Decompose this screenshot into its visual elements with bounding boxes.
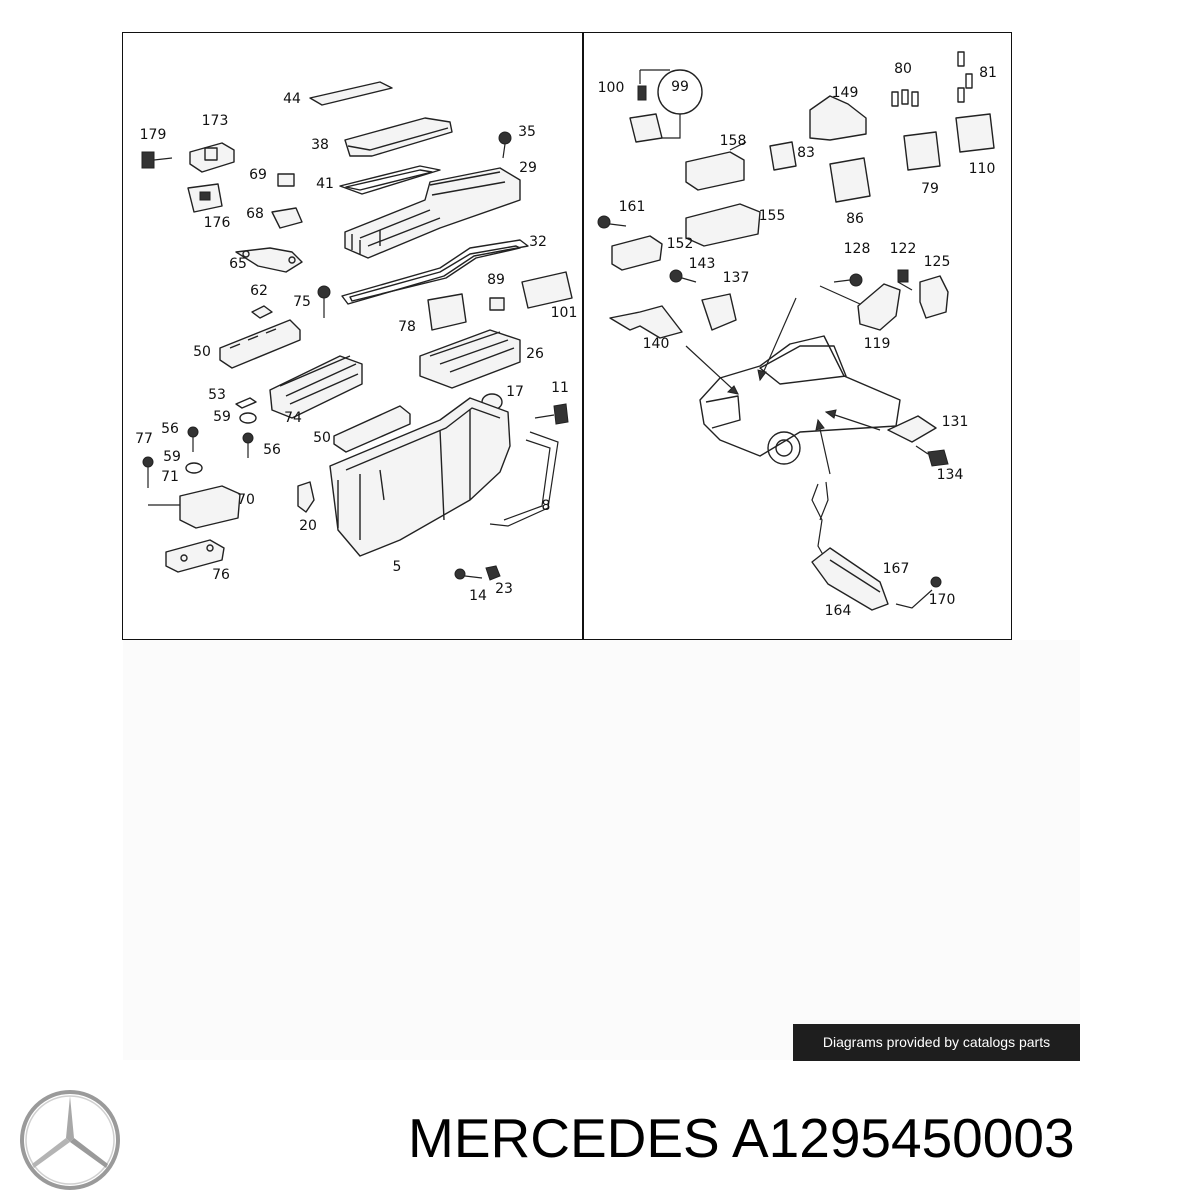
part-callout-69: 69 <box>249 167 267 183</box>
part-callout-164: 164 <box>825 603 852 619</box>
part-callout-65: 65 <box>229 256 247 272</box>
part-callout-149: 149 <box>832 85 859 101</box>
part-callout-122: 122 <box>890 241 917 257</box>
part-callout-143: 143 <box>689 256 716 272</box>
part-callout-53: 53 <box>208 387 226 403</box>
part-callout-161: 161 <box>619 199 646 215</box>
right-panel-drawing <box>597 51 995 611</box>
part-callout-89: 89 <box>487 272 505 288</box>
part-callout-78: 78 <box>398 319 416 335</box>
part-callout-170: 170 <box>929 592 956 608</box>
part-callout-86: 86 <box>846 211 864 227</box>
right-panel-labels: 100 99 80 81 149 158 83 79 110 86 161 155 152 128 122 1… <box>598 61 997 619</box>
left-panel-drawing <box>141 81 573 581</box>
part-callout-81: 81 <box>979 65 997 81</box>
part-callout-44: 44 <box>283 91 301 107</box>
part-callout-137: 137 <box>723 270 750 286</box>
panel-divider <box>582 32 584 640</box>
part-callout-71: 71 <box>161 469 179 485</box>
part-callout-8: 8 <box>542 498 551 514</box>
part-callout-23: 23 <box>495 581 513 597</box>
part-callout-152: 152 <box>667 236 694 252</box>
mercedes-star-icon <box>18 1088 122 1192</box>
part-callout-35: 35 <box>518 124 536 140</box>
part-callout-50b: 50 <box>313 430 331 446</box>
part-callout-158: 158 <box>720 133 747 149</box>
part-callout-74: 74 <box>284 410 302 426</box>
part-callout-179: 179 <box>140 127 167 143</box>
part-callout-119: 119 <box>864 336 891 352</box>
part-callout-59: 59 <box>213 409 231 425</box>
product-title: MERCEDES A1295450003 <box>408 1107 1075 1169</box>
part-callout-76: 76 <box>212 567 230 583</box>
part-callout-50: 50 <box>193 344 211 360</box>
part-callout-59b: 59 <box>163 449 181 465</box>
part-callout-41: 41 <box>316 176 334 192</box>
part-callout-77: 77 <box>135 431 153 447</box>
part-callout-56: 56 <box>161 421 179 437</box>
part-callout-70: 70 <box>237 492 255 508</box>
part-callout-56b: 56 <box>263 442 281 458</box>
part-callout-176: 176 <box>204 215 231 231</box>
part-callout-101: 101 <box>551 305 578 321</box>
part-callout-83: 83 <box>797 145 815 161</box>
part-callout-100: 100 <box>598 80 625 96</box>
part-callout-134: 134 <box>937 467 964 483</box>
part-callout-173: 173 <box>202 113 229 129</box>
credit-badge: Diagrams provided by catalogs parts <box>793 1024 1080 1061</box>
image-background <box>123 640 1080 1060</box>
part-callout-32: 32 <box>529 234 547 250</box>
part-callout-62: 62 <box>250 283 268 299</box>
part-callout-80: 80 <box>894 61 912 77</box>
part-callout-26: 26 <box>526 346 544 362</box>
part-callout-20: 20 <box>299 518 317 534</box>
part-callout-131: 131 <box>942 414 969 430</box>
part-callout-68: 68 <box>246 206 264 222</box>
part-callout-110: 110 <box>969 161 996 177</box>
part-callout-14: 14 <box>469 588 487 604</box>
part-callout-75: 75 <box>293 294 311 310</box>
part-callout-140: 140 <box>643 336 670 352</box>
part-callout-38: 38 <box>311 137 329 153</box>
part-callout-155: 155 <box>759 208 786 224</box>
part-callout-167: 167 <box>883 561 910 577</box>
part-callout-79: 79 <box>921 181 939 197</box>
part-callout-17: 17 <box>506 384 524 400</box>
part-callout-99: 99 <box>671 79 689 95</box>
part-callout-5: 5 <box>393 559 402 575</box>
part-callout-29: 29 <box>519 160 537 176</box>
part-callout-128: 128 <box>844 241 871 257</box>
part-callout-11: 11 <box>551 380 569 396</box>
part-callout-125: 125 <box>924 254 951 270</box>
